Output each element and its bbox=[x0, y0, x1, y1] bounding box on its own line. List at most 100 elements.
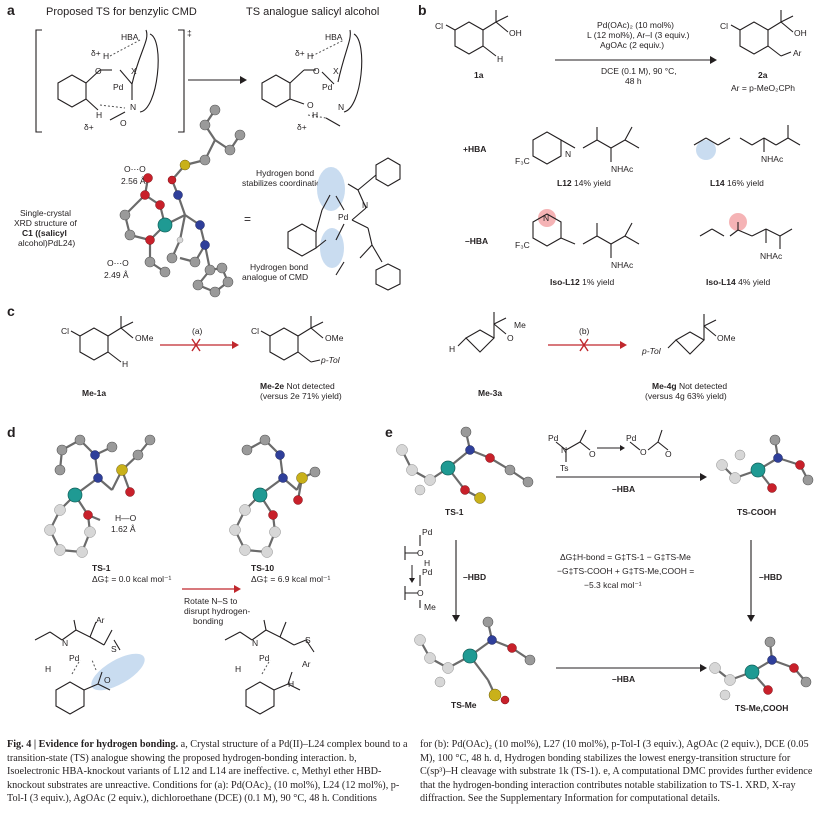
d-2d-h-3: H bbox=[288, 679, 295, 689]
a-pd-1: Pd bbox=[113, 82, 124, 92]
panel-b-letter: b bbox=[418, 2, 427, 18]
panel-a-title-left: Proposed TS for benzylic CMD bbox=[46, 6, 197, 18]
a-dplus-4: δ+ bbox=[297, 122, 307, 132]
e-ts1-label: TS-1 bbox=[445, 507, 464, 517]
a-dplus-2: δ+ bbox=[84, 122, 94, 132]
panel-e-letter: e bbox=[385, 424, 393, 440]
c-right-me: Me bbox=[514, 320, 526, 330]
e-dmc-scheme bbox=[396, 426, 814, 705]
a-n-2: N bbox=[338, 102, 345, 112]
e-minus-hba-top: –HBA bbox=[612, 484, 636, 494]
e-tsme-label: TS-Me bbox=[451, 700, 477, 710]
a-xrd-label-3: C1 ((salicyl bbox=[22, 228, 67, 238]
c-left-cl: Cl bbox=[61, 326, 70, 336]
d-2d-o-1: O bbox=[104, 675, 111, 685]
c-left-nd: Not detected bbox=[286, 381, 335, 391]
a-h-1: H bbox=[103, 51, 110, 61]
b-prod-ar: Ar bbox=[793, 48, 802, 58]
b-reaction-scheme bbox=[445, 10, 801, 258]
d-2d-pd-1: Pd bbox=[69, 653, 80, 663]
b-cond-3: AgOAc (2 equiv.) bbox=[600, 40, 665, 50]
caption-title: Evidence for hydrogen bonding. bbox=[38, 739, 179, 750]
d-2d-h-2: H bbox=[235, 664, 242, 674]
b-sm-h: H bbox=[497, 54, 504, 64]
b-isol12-label: Iso-L12 1% yield bbox=[550, 277, 614, 287]
d-arrow-text-1: Rotate N–S to bbox=[184, 596, 238, 606]
d-2d-ar-2: Ar bbox=[302, 659, 311, 669]
d-2d-h-1: H bbox=[45, 664, 52, 674]
a-dist1-label: O⋯O bbox=[124, 164, 146, 174]
c-left-result: Me-2e Not detected bbox=[260, 381, 335, 391]
e-inset-o-3: O bbox=[665, 449, 672, 459]
e-inset-ts: Ts bbox=[560, 463, 569, 473]
a-dplus-3: δ+ bbox=[295, 48, 305, 58]
a-xrd-label-2: XRD structure of bbox=[14, 218, 77, 228]
e-eq-line1: ΔG‡H-bond = G‡TS-1 − G‡TS-Me bbox=[560, 552, 691, 562]
d-2d-pd-2: Pd bbox=[259, 653, 270, 663]
a-dagger: ‡ bbox=[187, 28, 192, 38]
a-s-pdlabel: Pd bbox=[338, 212, 349, 222]
b-isol14-nhac: NHAc bbox=[760, 251, 783, 261]
a-dist1: 2.56 Å bbox=[121, 176, 146, 186]
c-right-sm: Me-3a bbox=[478, 388, 503, 398]
b-prod-label: 2a bbox=[758, 70, 768, 80]
d-hbond: H—O bbox=[115, 513, 137, 523]
e-eq-line3: −5.3 kcal mol⁻¹ bbox=[584, 580, 642, 590]
b-sm-label: 1a bbox=[474, 70, 484, 80]
c-right-o: O bbox=[507, 333, 514, 343]
b-isol12-cf3: F₃C bbox=[515, 240, 530, 250]
a-equals: = bbox=[244, 212, 252, 226]
e-inset-o-4: O bbox=[417, 548, 424, 558]
b-l12-label: L12 14% yield bbox=[557, 178, 611, 188]
b-isol14-name: Iso-L14 bbox=[706, 277, 736, 287]
b-l14-yield: 16% yield bbox=[727, 178, 764, 188]
panel-a-title-right: TS analogue salicyl alcohol bbox=[246, 6, 380, 18]
a-n-1: N bbox=[130, 102, 137, 112]
a-schematic-structure bbox=[287, 157, 401, 291]
b-cond-5: 48 h bbox=[625, 76, 642, 86]
c-prod-ome: OMe bbox=[325, 333, 344, 343]
panel-d-letter: d bbox=[7, 424, 16, 440]
c-right-versus: (versus 4g 63% yield) bbox=[645, 391, 727, 401]
a-s-pd: N bbox=[362, 200, 369, 210]
d-2d-s-2: S bbox=[305, 635, 311, 645]
b-isol12-n: N bbox=[543, 213, 550, 223]
c-left-prod: Me-2e bbox=[260, 381, 285, 391]
a-o-2: O bbox=[120, 118, 127, 128]
b-l12-yield: 14% yield bbox=[574, 178, 611, 188]
c-right-ptol: p-Tol bbox=[642, 346, 661, 356]
c-prod-cl: Cl bbox=[251, 326, 260, 336]
b-prod-cl: Cl bbox=[720, 21, 729, 31]
d-ts10-energy: ΔG‡ = 6.9 kcal mol⁻¹ bbox=[251, 574, 331, 584]
e-inset-n: N bbox=[561, 445, 568, 455]
c-left-h: H bbox=[122, 359, 129, 369]
b-cond-1: Pd(OAc)₂ (10 mol%) bbox=[597, 20, 674, 30]
e-inset-pd-1: Pd bbox=[548, 433, 559, 443]
e-tsmecooh-label: TS-Me,COOH bbox=[735, 703, 789, 713]
c-cond-a: (a) bbox=[192, 326, 203, 336]
a-h-4: H bbox=[312, 110, 319, 120]
c-right-ome: OMe bbox=[717, 333, 736, 343]
b-sm-oh: OH bbox=[509, 28, 522, 38]
a-o-1: O bbox=[95, 66, 102, 76]
b-row1-label: +HBA bbox=[463, 144, 487, 154]
a-dplus-1: δ+ bbox=[91, 48, 101, 58]
b-sm-cl: Cl bbox=[435, 21, 444, 31]
c-right-nd: Not detected bbox=[678, 381, 728, 391]
c-reaction-scheme bbox=[70, 312, 717, 363]
a-note-top-1: Hydrogen bond bbox=[256, 168, 315, 178]
b-l12-name: L12 bbox=[557, 178, 572, 188]
e-inset-h: H bbox=[424, 558, 431, 568]
b-ar-def: Ar = p-MeO₂CPh bbox=[731, 83, 795, 93]
a-hba-left: HBA bbox=[121, 32, 139, 42]
b-l14-name: L14 bbox=[710, 178, 725, 188]
b-isol12-name: Iso-L12 bbox=[550, 277, 580, 287]
d-arrow-text-3: bonding bbox=[193, 616, 224, 626]
a-dist2-label: O⋯O bbox=[107, 258, 129, 268]
d-ts1-label: TS-1 bbox=[92, 563, 111, 573]
e-inset-o-1: O bbox=[589, 449, 596, 459]
caption-left-text: a, Crystal structure of a Pd(II)–L24 com… bbox=[7, 739, 408, 804]
b-cond-4: DCE (0.1 M), 90 °C, bbox=[601, 66, 677, 76]
panel-a-letter: a bbox=[7, 2, 15, 18]
b-cond-2: L (12 mol%), Ar–I (3 equiv.) bbox=[587, 30, 690, 40]
